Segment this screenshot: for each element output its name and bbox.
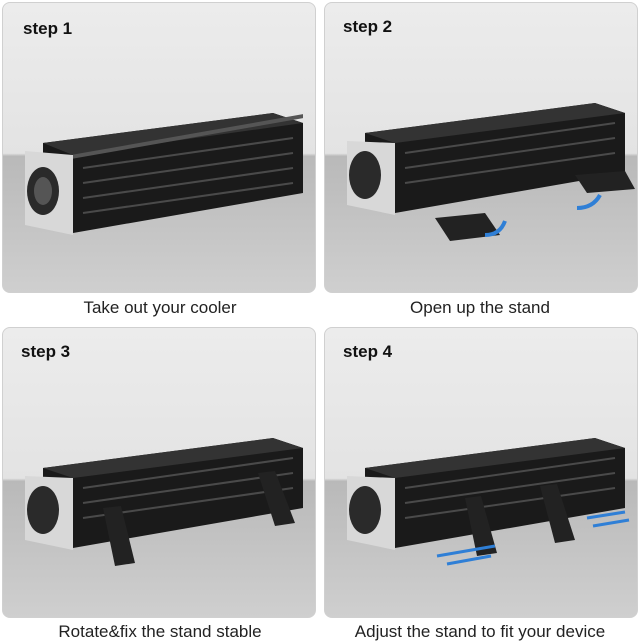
cooler-stand-open-image xyxy=(347,103,635,241)
step-1-caption: Take out your cooler xyxy=(83,298,237,317)
step-2-label: step 2 xyxy=(343,17,393,36)
cooler-closed-image xyxy=(25,113,303,235)
adjust-arrows-left-icon xyxy=(436,544,496,566)
step-2-caption: Open up the stand xyxy=(410,298,550,317)
cooler-stand-adjust-image xyxy=(347,438,630,566)
step-3-panel: step 3 xyxy=(2,327,316,618)
step-4-label: step 4 xyxy=(343,342,393,361)
cooler-stand-fixed-image xyxy=(25,438,303,566)
rotate-arrow-left-icon xyxy=(484,220,507,237)
step-4-caption: Adjust the stand to fit your device xyxy=(354,622,606,641)
step-2-panel: step 2 xyxy=(324,2,638,293)
step-3-label: step 3 xyxy=(21,342,71,361)
rotate-arrow-right-icon xyxy=(576,193,602,210)
step-4-panel: step 4 xyxy=(324,327,638,618)
adjust-arrows-right-icon xyxy=(586,510,630,528)
step-1-panel: step 1 xyxy=(2,2,316,293)
step-3-caption: Rotate&fix the stand stable xyxy=(58,622,262,641)
step-1-label: step 1 xyxy=(23,19,73,38)
